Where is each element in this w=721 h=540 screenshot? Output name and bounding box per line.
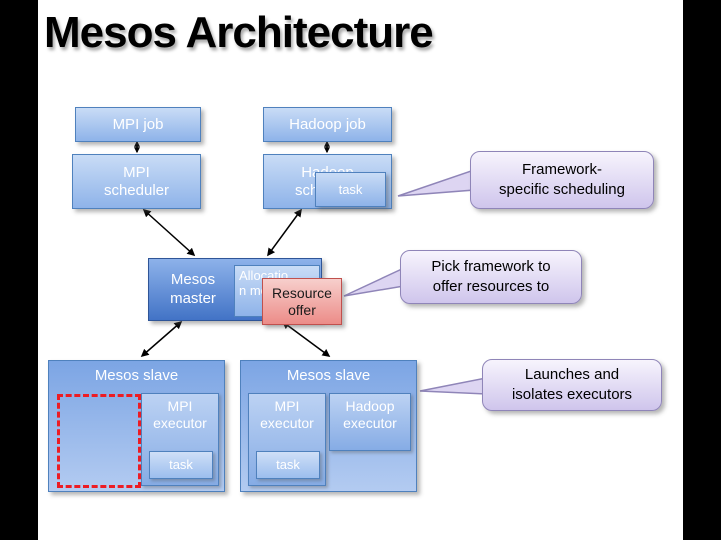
scheduler-task-label: task — [338, 181, 363, 197]
arrows — [134, 140, 331, 358]
callout-pick-line: offer resources to — [432, 278, 550, 295]
mpi-scheduler-label-line: scheduler — [103, 181, 170, 199]
callout-pointer-launches — [419, 377, 487, 395]
page-title: Mesos Architecture — [44, 8, 434, 57]
mesos-slave-right-box: Mesos slave MPI executor task Hadoop exe… — [240, 360, 417, 492]
callout-launches-isolates: Launches and isolates executors — [482, 359, 662, 411]
mpi-executor-right-label-line: MPI — [274, 398, 300, 414]
arrow-master-slave-left — [140, 320, 183, 358]
mpi-executor-left-label-line: executor — [153, 414, 207, 431]
slide: Mesos Architecture MPI job Hadoop j — [38, 0, 683, 540]
scheduler-task-box: task — [315, 172, 386, 207]
mesos-master-label-line: master — [170, 289, 216, 307]
callout-pick-framework: Pick framework to offer resources to — [400, 250, 582, 304]
resource-offer-box: Resource offer — [262, 278, 342, 325]
mpi-job-label: MPI job — [112, 115, 164, 133]
mpi-scheduler-box: MPI scheduler — [72, 154, 201, 209]
callout-framework-line: Framework- — [521, 160, 602, 178]
hadoop-executor-label-line: executor — [343, 414, 397, 431]
mesos-slave-left-box: Mesos slave MPI executor task — [48, 360, 225, 492]
resource-offer-label-line: offer — [288, 301, 316, 318]
mpi-executor-right-label-line: executor — [260, 414, 314, 431]
mpi-executor-left-box: MPI executor task — [141, 393, 219, 486]
hadoop-job-label: Hadoop job — [289, 115, 366, 133]
new-executor-dashed-outline — [57, 394, 141, 488]
hadoop-job-box: Hadoop job — [263, 107, 392, 142]
task-left-label: task — [169, 457, 193, 473]
callout-pointer-pick — [343, 266, 405, 297]
mpi-scheduler-label-line: MPI — [123, 163, 150, 181]
mpi-executor-left-label-line: MPI — [167, 398, 193, 414]
mpi-executor-right-box: MPI executor task — [248, 393, 326, 486]
hadoop-executor-box: Hadoop executor — [329, 393, 411, 451]
hadoop-executor-label-line: Hadoop — [345, 398, 395, 414]
callout-pointer-framework — [397, 168, 475, 197]
task-right-label: task — [276, 457, 300, 473]
mesos-master-label-line: Mesos — [170, 270, 216, 288]
callout-pick-line: Pick framework to — [431, 257, 551, 275]
callout-launches-line: isolates executors — [511, 386, 633, 403]
arrow-master-slave-right — [281, 321, 331, 357]
callout-framework-specific-scheduling: Framework- specific scheduling — [470, 151, 654, 209]
callout-framework-line: specific scheduling — [499, 181, 625, 198]
mpi-job-box: MPI job — [75, 107, 201, 142]
mesos-slave-left-title: Mesos slave — [94, 367, 179, 384]
task-right-box: task — [256, 451, 320, 479]
task-left-box: task — [149, 451, 213, 479]
arrow-mpi-scheduler-master — [142, 208, 196, 257]
mesos-slave-right-title: Mesos slave — [286, 367, 371, 384]
mesos-master-label: Mesos master — [149, 259, 237, 320]
arrow-hadoop-scheduler-master — [267, 208, 302, 257]
resource-offer-label-line: Resource — [272, 284, 332, 301]
callout-launches-line: Launches and — [524, 365, 620, 383]
